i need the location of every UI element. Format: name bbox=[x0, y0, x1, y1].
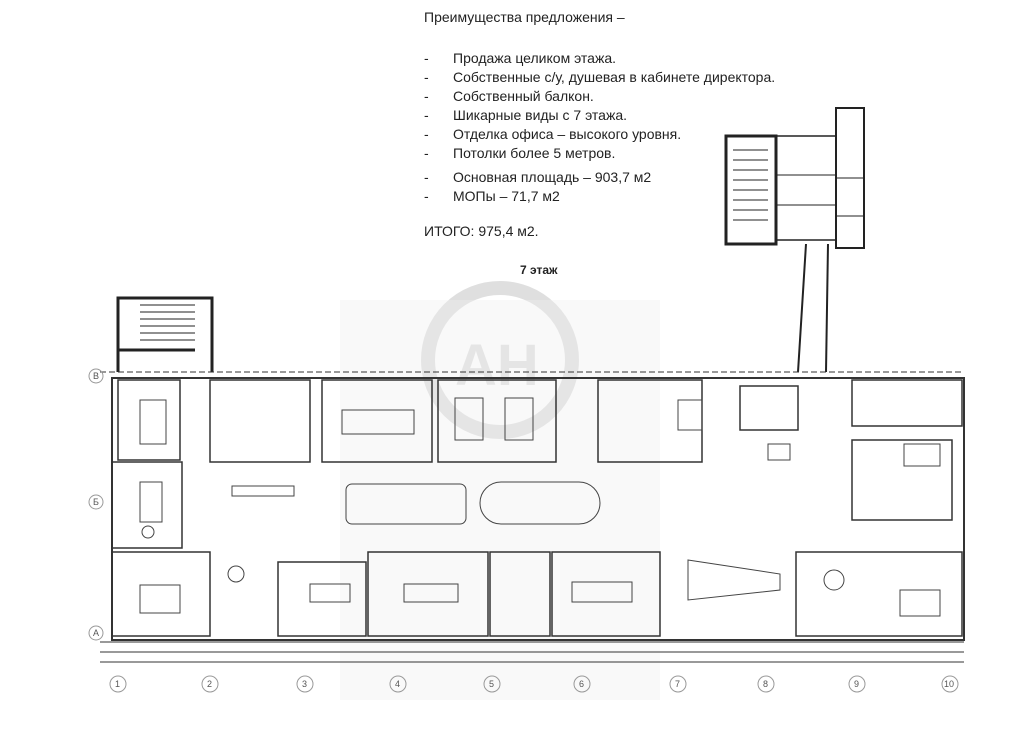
floor-label: 7 этаж bbox=[520, 263, 558, 277]
list-item: -Отделка офиса – высокого уровня. bbox=[424, 126, 682, 142]
row-axes: В Б А bbox=[88, 368, 104, 641]
axis-label: 10 bbox=[944, 679, 954, 689]
areas-list: -Основная площадь – 903,7 м2 -МОПы – 71,… bbox=[424, 168, 844, 206]
axis-label: 9 bbox=[854, 679, 859, 689]
column-axes: 1 2 3 4 5 6 7 8 9 10 bbox=[109, 675, 959, 693]
bullet-marker: - bbox=[424, 50, 429, 66]
axis-label: 4 bbox=[395, 679, 400, 689]
advantages-list: -Продажа целиком этажа. -Собственные с/у… bbox=[424, 49, 844, 163]
bullet-marker: - bbox=[424, 69, 429, 85]
axis-label: 5 bbox=[489, 679, 494, 689]
axis-label: 7 bbox=[675, 679, 680, 689]
core-block bbox=[724, 107, 865, 373]
total-area: ИТОГО: 975,4 м2. bbox=[424, 223, 539, 239]
list-item: -Основная площадь – 903,7 м2 bbox=[424, 169, 652, 185]
axis-label: 2 bbox=[207, 679, 212, 689]
stair-left bbox=[116, 296, 214, 372]
building-outline bbox=[100, 371, 965, 663]
furniture bbox=[139, 397, 941, 617]
axis-label: 3 bbox=[302, 679, 307, 689]
watermark: АН bbox=[340, 281, 660, 700]
axis-label: 6 bbox=[579, 679, 584, 689]
bullet-marker: - bbox=[424, 107, 429, 123]
bullet-marker: - bbox=[424, 126, 429, 142]
offer-heading: Преимущества предложения – bbox=[424, 9, 625, 25]
axis-label: Б bbox=[93, 497, 99, 507]
axis-label: В bbox=[93, 371, 99, 381]
list-item: -Собственный балкон. bbox=[424, 88, 594, 104]
bullet-marker: - bbox=[424, 88, 429, 104]
bullet-marker: - bbox=[424, 145, 429, 161]
list-item: -Шикарные виды с 7 этажа. bbox=[424, 107, 627, 123]
list-item: -Продажа целиком этажа. bbox=[424, 50, 616, 66]
axis-label: А bbox=[93, 628, 99, 638]
bullet-marker: - bbox=[424, 188, 429, 204]
bullet-marker: - bbox=[424, 169, 429, 185]
offer-text-block: Преимущества предложения – -Продажа цели… bbox=[424, 8, 844, 241]
list-item: -МОПы – 71,7 м2 bbox=[424, 188, 560, 204]
axis-label: 8 bbox=[763, 679, 768, 689]
rooms-bottom-row bbox=[111, 461, 963, 637]
svg-text:АН: АН bbox=[455, 333, 539, 398]
list-item: -Собственные с/у, душевая в кабинете дир… bbox=[424, 69, 776, 85]
axis-label: 1 bbox=[115, 679, 120, 689]
list-item: -Потолки более 5 метров. bbox=[424, 145, 616, 161]
